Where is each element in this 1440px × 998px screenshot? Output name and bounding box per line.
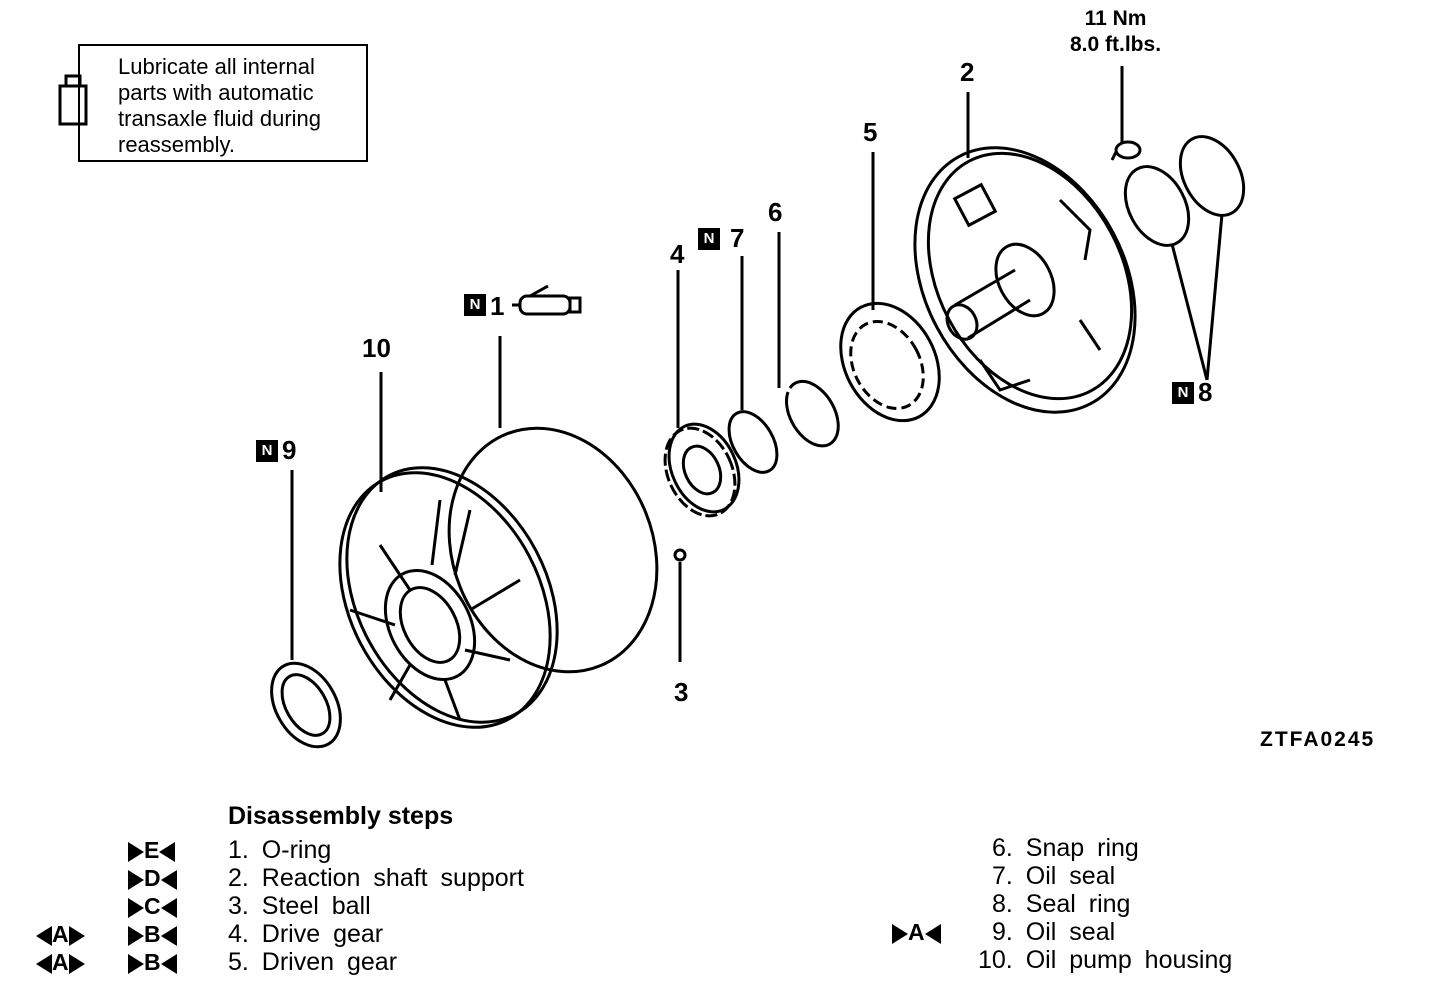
step-5-mark-left: A xyxy=(36,948,85,976)
step-2: 2. Reaction shaft support xyxy=(228,864,524,892)
oil-seal-7 xyxy=(727,410,779,474)
leader-8b xyxy=(1205,213,1224,381)
oil-seal-9 xyxy=(270,661,342,749)
snap-ring-6 xyxy=(785,379,840,448)
step-4: 4. Drive gear xyxy=(228,920,384,948)
lubrication-note-text: Lubricate all internal parts with automa… xyxy=(118,54,322,157)
steel-ball-3 xyxy=(673,548,687,562)
callout-7: 7 xyxy=(730,223,745,253)
new-part-marker-8: N xyxy=(1172,382,1194,404)
callout-3: 3 xyxy=(674,677,689,707)
torque-nm: 11 Nm xyxy=(1084,7,1147,30)
callout-9: 9 xyxy=(282,435,297,465)
step-1: 1. O-ring xyxy=(228,836,332,864)
drive-gear-4 xyxy=(663,422,741,518)
callout-4: 4 xyxy=(670,239,685,269)
sealant-tube-icon xyxy=(512,284,582,316)
step-3: 3. Steel ball xyxy=(228,892,371,920)
figure-code: ZTFA0245 xyxy=(1260,728,1376,751)
step-4-mark-left: A xyxy=(36,920,85,948)
step-5-mark-right: B xyxy=(128,948,177,976)
callout-6: 6 xyxy=(768,197,783,227)
steps-title: Disassembly steps xyxy=(228,802,454,830)
new-part-marker-1: N xyxy=(464,294,486,316)
step-9: 9. Oil seal xyxy=(992,918,1116,946)
oil-pump-housing-10 xyxy=(338,466,559,729)
callout-1: 1 xyxy=(490,291,505,321)
torque-ftlbs: 8.0 ft.lbs. xyxy=(1070,33,1162,56)
bolt xyxy=(1110,140,1142,161)
step-1-mark-right: E xyxy=(128,836,176,864)
step-3-mark-right: C xyxy=(128,892,177,920)
reaction-shaft-support-2 xyxy=(913,146,1137,414)
callout-10: 10 xyxy=(362,333,391,363)
callout-2: 2 xyxy=(960,57,975,87)
torque-spec: 11 Nm 8.0 ft.lbs. xyxy=(1070,6,1161,58)
step-4-mark-right: B xyxy=(128,920,177,948)
callout-8: 8 xyxy=(1198,377,1213,407)
new-part-marker-7: N xyxy=(698,228,720,250)
o-ring-1 xyxy=(447,426,659,674)
step-10: 10. Oil pump housing xyxy=(978,946,1233,974)
fluid-bottle-icon xyxy=(58,74,88,126)
step-9-mark-right: A xyxy=(892,918,941,946)
callout-5: 5 xyxy=(863,117,878,147)
leader-8a xyxy=(1170,243,1209,381)
step-8: 8. Seal ring xyxy=(992,890,1131,918)
step-2-mark-right: D xyxy=(128,864,177,892)
new-part-marker-9: N xyxy=(256,440,278,462)
step-5: 5. Driven gear xyxy=(228,948,398,976)
step-7: 7. Oil seal xyxy=(992,862,1116,890)
lubrication-note: Lubricate all internal parts with automa… xyxy=(78,44,368,162)
seal-rings-8 xyxy=(1123,135,1246,247)
driven-gear-5 xyxy=(839,301,941,423)
step-6: 6. Snap ring xyxy=(992,834,1139,862)
